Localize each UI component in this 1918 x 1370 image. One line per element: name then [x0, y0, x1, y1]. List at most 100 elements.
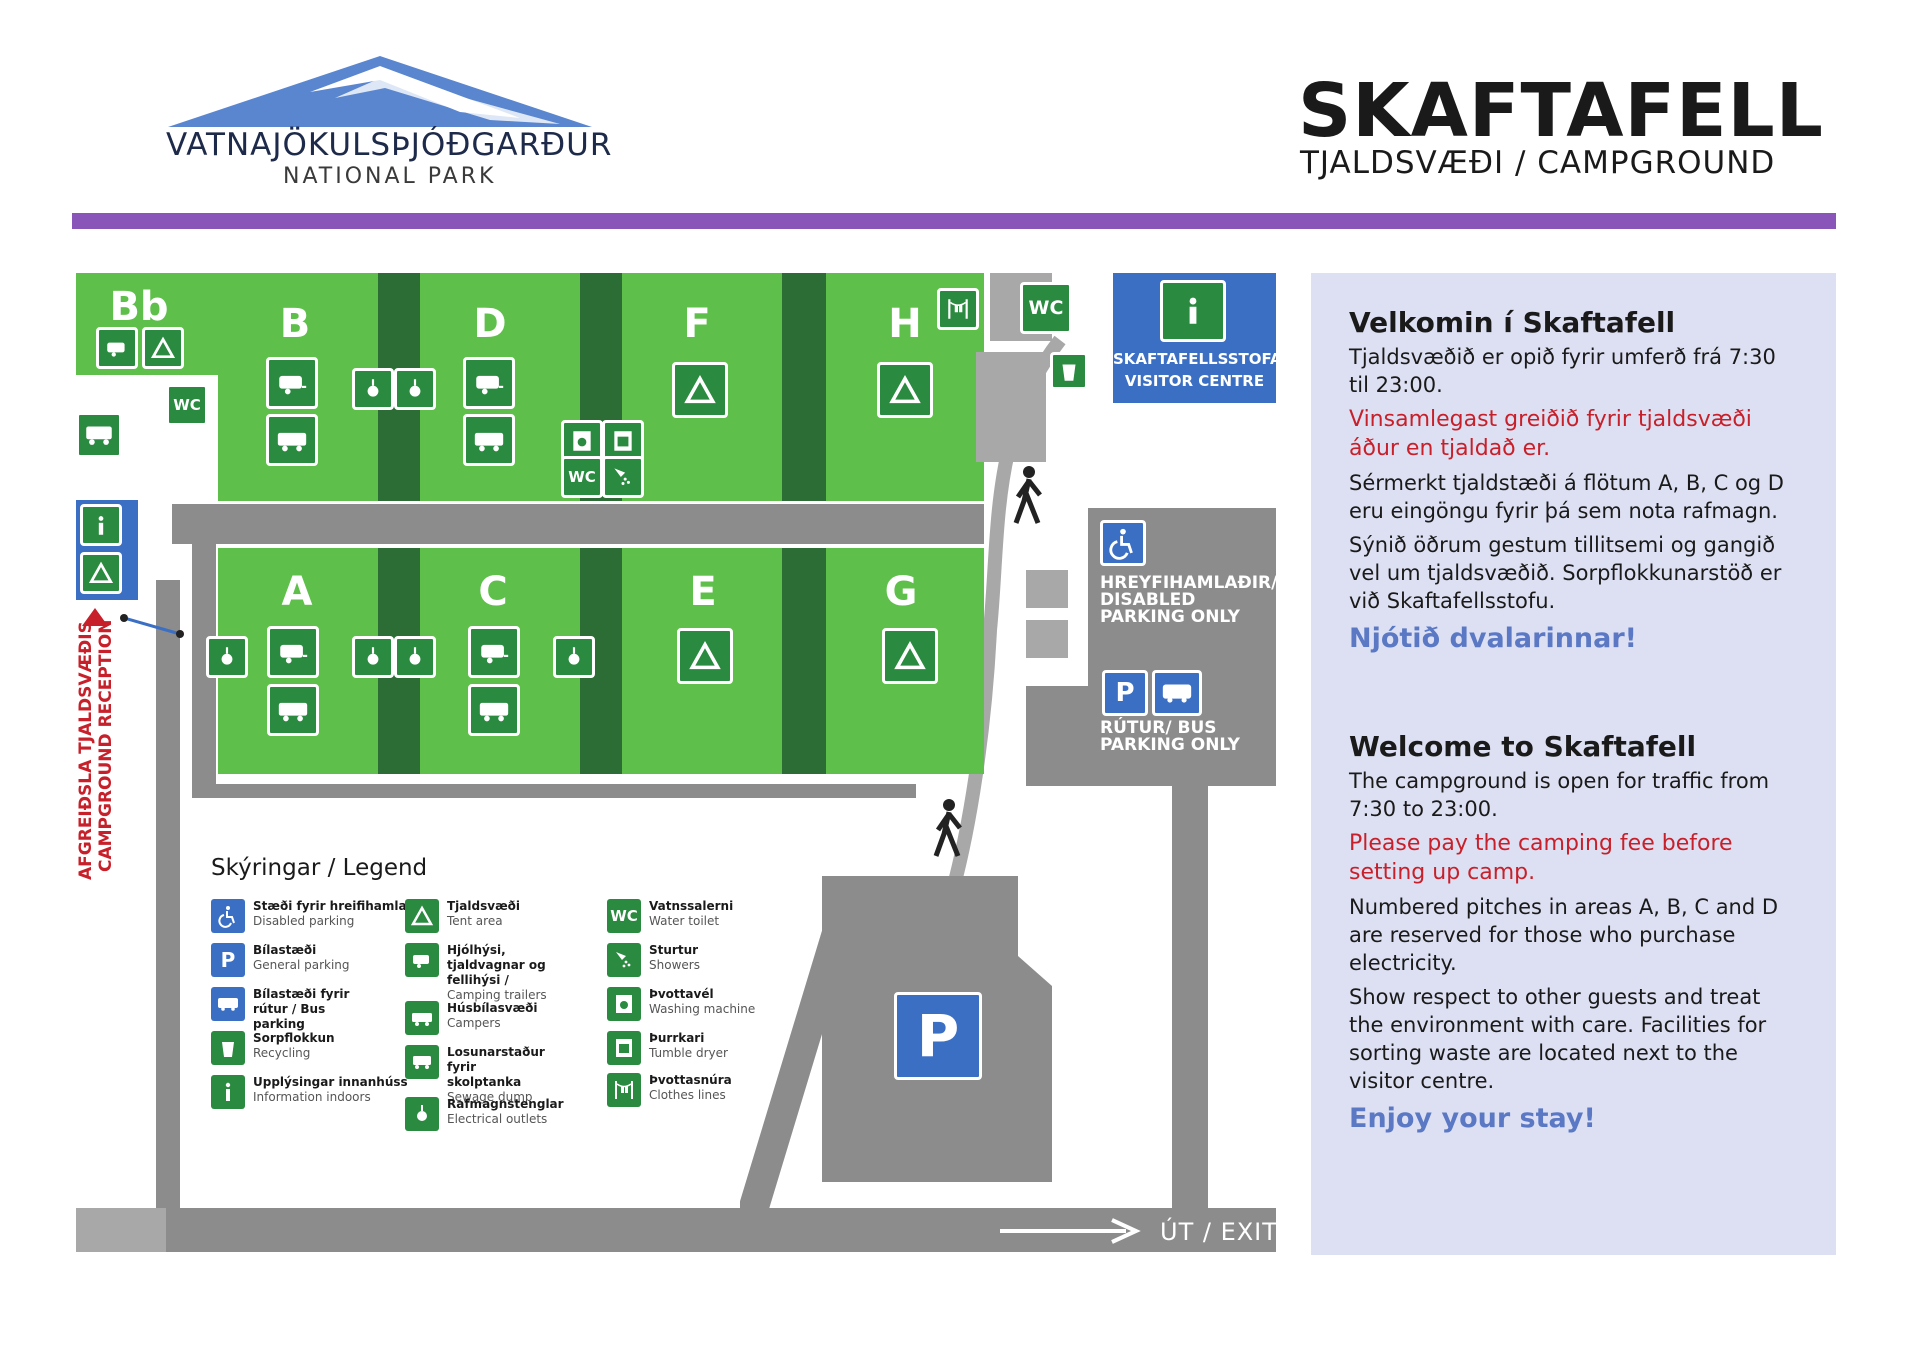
- legend-label-en: Tumble dryer: [649, 1046, 728, 1060]
- legend-label: Upplýsingar innanhúss: [253, 1075, 408, 1089]
- recycling-area: [976, 352, 1046, 462]
- legend-label: Stæði fyrir hreifihamlaða: [253, 899, 423, 913]
- information-icon: [1160, 280, 1226, 342]
- legend-label: Húsbílasvæði: [447, 1001, 538, 1015]
- tumble-dryer-icon: [607, 1031, 641, 1065]
- trailer-icon: [463, 357, 515, 409]
- washing-machine-icon: [607, 987, 641, 1021]
- legend-label-en: Campers: [447, 1016, 501, 1030]
- wc-icon: WC: [166, 384, 208, 426]
- tent-icon: [405, 899, 439, 933]
- electrical-outlet-icon: [394, 636, 436, 678]
- info-paragraph: Show respect to other guests and treat t…: [1349, 985, 1767, 1093]
- legend-label-en: Washing machine: [649, 1002, 756, 1016]
- exit-label: ÚT / EXIT: [1160, 1218, 1278, 1246]
- legend-label: Þvottavél: [649, 987, 714, 1001]
- legend-label-en: General parking: [253, 958, 350, 972]
- camper-icon: [267, 684, 319, 736]
- welcome-heading-en: Welcome to Skaftafell: [1349, 730, 1697, 763]
- exit-arrow-icon: [1000, 1218, 1141, 1244]
- shower-icon: [607, 943, 641, 977]
- zone-label-bb: Bb: [109, 284, 169, 330]
- legend-label: Sturtur: [649, 943, 699, 957]
- pedestrian-icon: [933, 799, 962, 857]
- glacier-logo-icon: [168, 56, 592, 127]
- trailer-icon: [96, 327, 138, 369]
- road-lower-inner: [192, 784, 916, 798]
- reception-arrow-icon: [82, 608, 108, 626]
- payment-notice: Vinsamlegast greiðið fyrir tjaldsvæði áð…: [1349, 407, 1752, 461]
- zone-label-f: F: [683, 301, 711, 347]
- zone-label-g: G: [884, 569, 918, 615]
- information-icon: [80, 504, 122, 546]
- logo-name: VATNAJÖKULSÞJÓÐGARÐUR: [166, 127, 613, 163]
- page-subtitle: TJALDSVÆÐI / CAMPGROUND: [1300, 145, 1776, 181]
- bus-icon: [1152, 670, 1202, 716]
- info-paragraph: Sérmerkt tjaldstæði á flötum A, B, C og …: [1349, 471, 1784, 523]
- trailer-icon: [468, 626, 520, 678]
- legend-label: Þvottasnúra: [649, 1073, 732, 1087]
- disabled-parking-label: HREYFIHAMLAÐIR/ DISABLED PARKING ONLY: [1100, 573, 1278, 627]
- path-e-g: [782, 548, 826, 774]
- camper-icon: [468, 684, 520, 736]
- logo: [160, 52, 600, 136]
- parking-slot: [1026, 570, 1068, 608]
- info-paragraph: Sýnið öðrum gestum tillitsemi og gangið …: [1349, 533, 1782, 613]
- info-panel: Velkomin í Skaftafell Tjaldsvæðið er opi…: [1311, 273, 1836, 1255]
- reception-label: AFGREIÐSLA TJALDSVÆÐIS: [76, 621, 96, 880]
- electrical-outlet-icon: [206, 636, 248, 678]
- road-exit-left: [76, 1208, 166, 1252]
- legend-item: Hjólhýsi, tjaldvagnar og fellihýsi /Camp…: [405, 943, 577, 1003]
- legend-label-en: Electrical outlets: [447, 1112, 548, 1126]
- legend-label: Tjaldsvæði: [447, 899, 520, 913]
- sewage-dump-icon: [405, 1045, 439, 1079]
- trailer-icon: [266, 357, 318, 409]
- zone-label-c: C: [478, 569, 508, 615]
- tumble-dryer-icon: [602, 420, 644, 462]
- reception-label-en: CAMPGROUND RECEPTION: [96, 619, 116, 872]
- info-paragraph: Numbered pitches in areas A, B, C and D …: [1349, 895, 1779, 975]
- parking-icon: P: [1102, 670, 1148, 716]
- tent-icon: [80, 552, 122, 594]
- legend-label: Losunarstaður fyrir skolptanka: [447, 1045, 545, 1089]
- clothes-lines-icon: [937, 288, 979, 330]
- sewage-dump-icon: [76, 412, 122, 458]
- welcome-heading-is: Velkomin í Skaftafell: [1349, 306, 1676, 339]
- bus-parking-label: RÚTUR/ BUS PARKING ONLY: [1100, 718, 1240, 755]
- bus-parking-area: [1026, 686, 1276, 786]
- legend-label: Þurrkari: [649, 1031, 705, 1045]
- legend-label-en: Information indoors: [253, 1090, 371, 1104]
- bus-icon: [211, 987, 245, 1021]
- road-outer-left: [156, 580, 180, 1220]
- camper-icon: [463, 414, 515, 466]
- enjoy-message-en: Enjoy your stay!: [1349, 1103, 1596, 1134]
- wc-icon: WC: [607, 899, 641, 933]
- electrical-outlet-icon: [405, 1097, 439, 1131]
- trailer-icon: [267, 626, 319, 678]
- visitor-centre-label: SKAFTAFELLSSTOFA VISITOR CENTRE: [1113, 350, 1282, 390]
- legend-label: Bílastæði fyrir rútur / Bus parking: [253, 987, 350, 1031]
- wc-icon: WC: [561, 456, 603, 498]
- wc-icon: WC: [1020, 282, 1072, 334]
- barrier-gate: [120, 614, 184, 638]
- legend-item: Bílastæði fyrir rútur / Bus parking: [211, 987, 353, 1032]
- logo-national-park: NATIONAL PARK: [283, 164, 497, 189]
- parking-icon: P: [894, 992, 982, 1080]
- legend-label-en: Disabled parking: [253, 914, 355, 928]
- camper-icon: [405, 1001, 439, 1035]
- page-title: SKAFTAFELL: [1298, 68, 1824, 154]
- legend-label-en: Sewage dump: [447, 1090, 533, 1104]
- tent-icon: [672, 362, 728, 418]
- camper-icon: [266, 414, 318, 466]
- legend-title: Skýringar / Legend: [211, 855, 428, 881]
